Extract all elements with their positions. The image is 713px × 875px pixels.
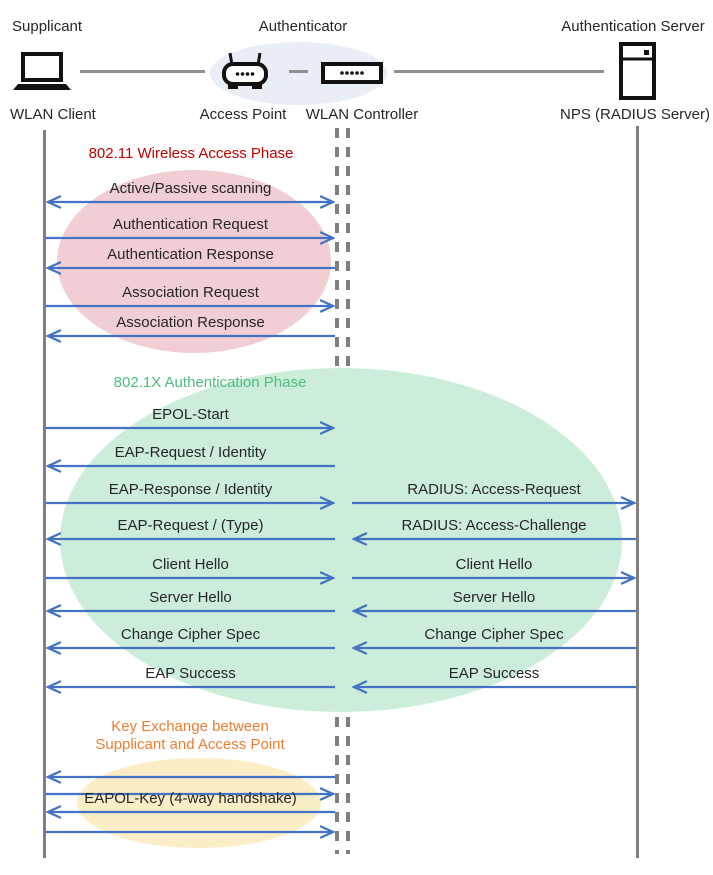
message-arrow-right [46, 787, 335, 801]
message-arrow-left [352, 680, 636, 694]
message-arrow-left [352, 604, 636, 618]
message-arrow-left [46, 459, 335, 473]
message-label: Change Cipher Spec [424, 626, 564, 643]
message-arrow-right [46, 571, 335, 585]
phase-title-key-exchange: Key Exchange between Supplicant and Acce… [95, 718, 285, 753]
message-arrow-right [46, 825, 335, 839]
actor-label-access-point: Access Point [199, 106, 287, 123]
message-label: Association Response [116, 314, 265, 331]
message-label: Active/Passive scanning [109, 180, 272, 197]
message-label: EAP Success [145, 665, 236, 682]
message-arrow-right [46, 421, 335, 435]
message-label: Authentication Response [107, 246, 274, 263]
message-arrow-left [46, 805, 335, 819]
phase-80211-ellipse [57, 170, 331, 353]
message-arrow-right [46, 299, 335, 313]
message-label: RADIUS: Access-Challenge [401, 517, 587, 534]
message-label: Client Hello [152, 556, 229, 573]
server-icon [619, 42, 656, 100]
message-arrow-left [352, 641, 636, 655]
connector-line [80, 70, 205, 73]
wlan-controller-icon [321, 62, 383, 84]
message-arrow-left [46, 329, 335, 343]
message-arrow-right [352, 571, 636, 585]
message-label: EAP-Response / Identity [108, 481, 273, 498]
role-label-authentication-server: Authentication Server [561, 18, 705, 35]
message-arrow-left [46, 604, 335, 618]
message-arrow-left [46, 770, 335, 784]
connector-line [394, 70, 604, 73]
actor-label-wlan-controller: WLAN Controller [305, 106, 419, 123]
message-label: Server Hello [452, 589, 536, 606]
message-arrow-both [46, 195, 335, 209]
message-arrow-right [46, 231, 335, 245]
message-label: Client Hello [455, 556, 533, 573]
message-label: Authentication Request [112, 216, 269, 233]
message-label: Association Request [122, 284, 259, 301]
message-arrow-left [46, 641, 335, 655]
message-label: EAP Success [448, 665, 540, 682]
actor-label-nps-radius-server: NPS (RADIUS Server) [559, 106, 711, 123]
message-label: Server Hello [149, 589, 232, 606]
message-arrow-left [46, 680, 335, 694]
phase-title-80211-wireless-access: 802.11 Wireless Access Phase [88, 145, 294, 162]
message-label: RADIUS: Access-Request [407, 481, 581, 498]
role-label-authenticator: Authenticator [258, 18, 348, 35]
access-point-icon [222, 52, 268, 89]
message-arrow-left [352, 532, 636, 546]
message-label: EAP-Request / (Type) [117, 517, 264, 534]
role-label-supplicant: Supplicant [12, 18, 83, 35]
server-lifeline [636, 126, 639, 858]
message-label: Change Cipher Spec [120, 626, 261, 643]
message-arrow-left [46, 261, 335, 275]
actor-label-wlan-client: WLAN Client [10, 106, 96, 123]
message-arrow-left [46, 532, 335, 546]
message-label: EPOL-Start [152, 406, 229, 423]
message-arrow-right [352, 496, 636, 510]
message-label: EAP-Request / Identity [114, 444, 267, 461]
supplicant-lifeline [43, 130, 46, 858]
connector-line [289, 70, 308, 73]
message-label: EAPOL-Key (4-way handshake) [84, 790, 297, 807]
message-arrow-right [46, 496, 335, 510]
phase-title-8021x-authentication: 802.1X Authentication Phase [113, 374, 307, 391]
laptop-icon [13, 52, 71, 90]
